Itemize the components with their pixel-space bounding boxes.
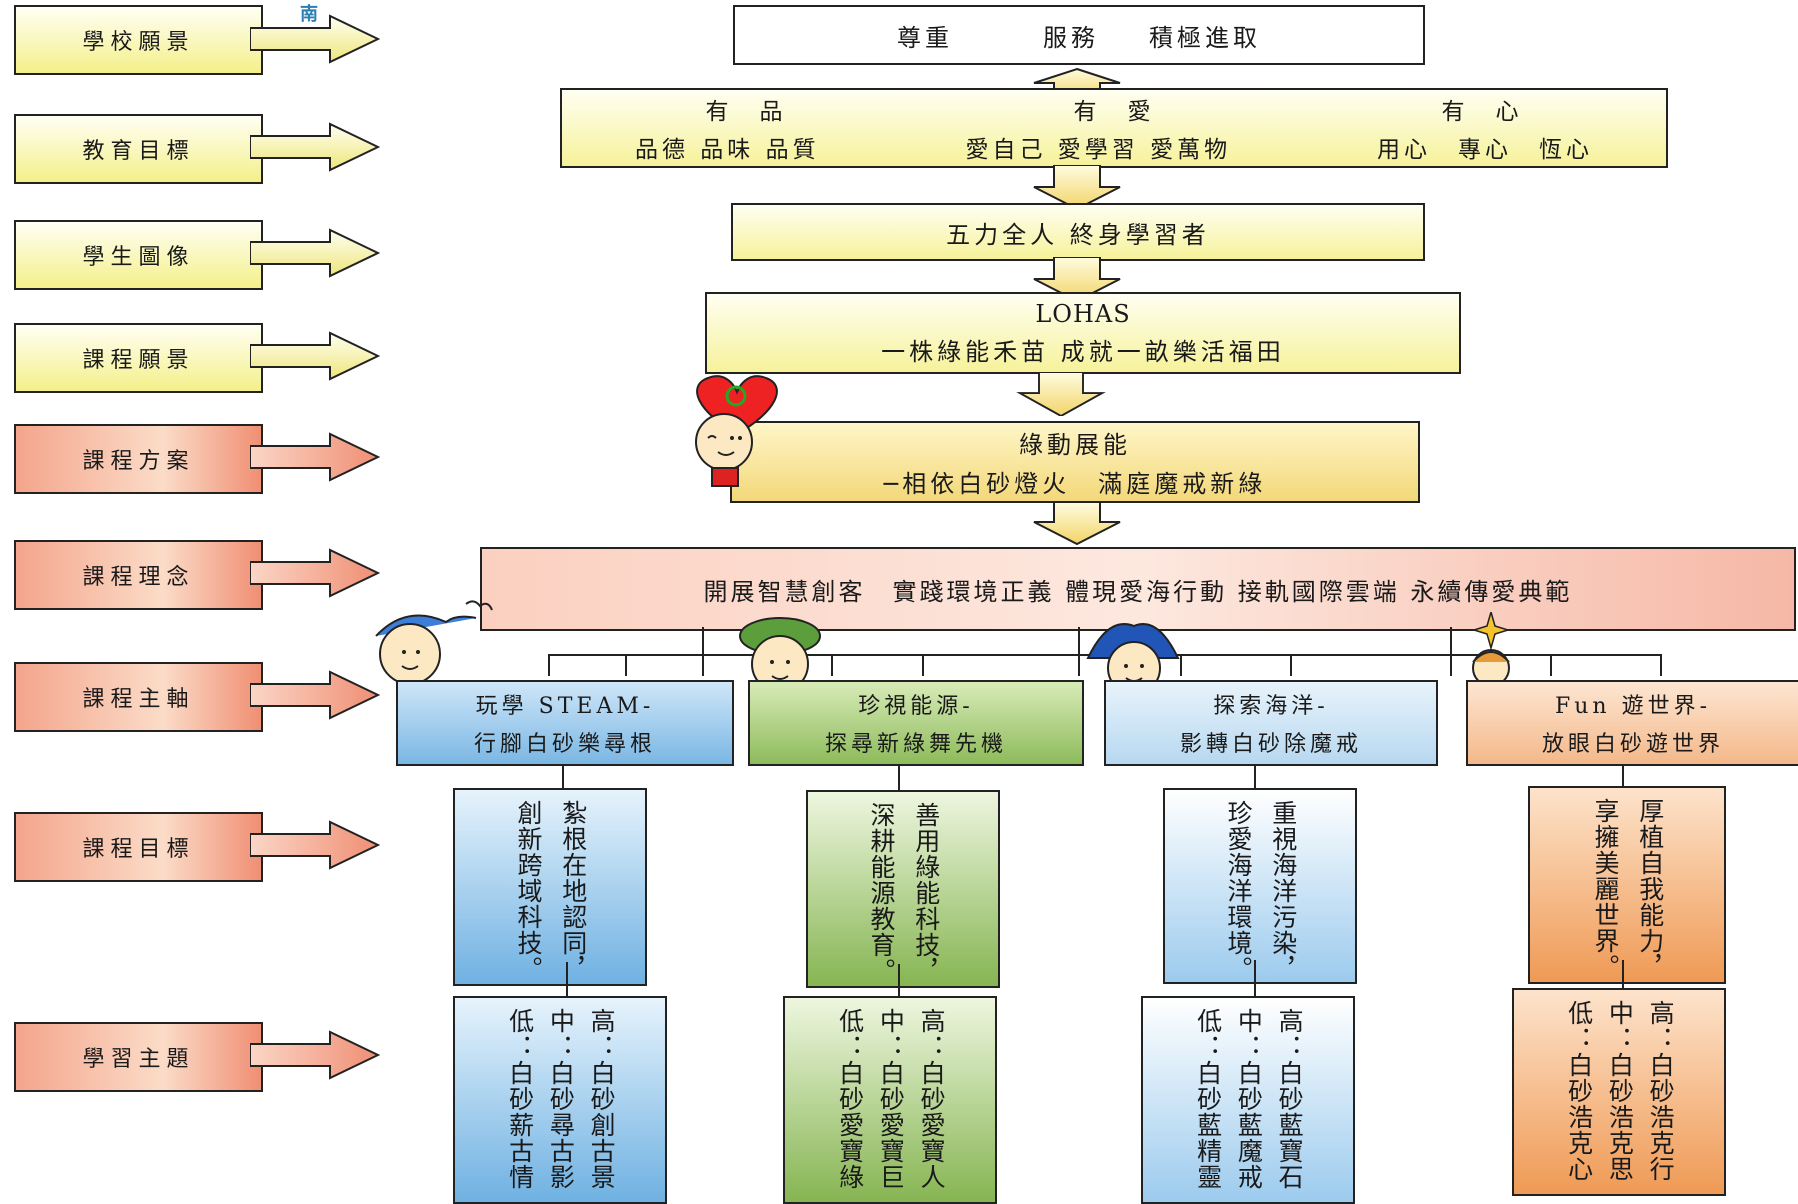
connector-line [1078,627,1080,676]
connector-line [898,964,900,996]
connector-line [1254,764,1256,788]
curriculum-vision-box: LOHAS 一株綠能禾苗 成就一畝樂活福田 [705,292,1461,374]
student-image-box: 五力全人 終身學習者 [731,203,1425,261]
label-curriculum-program: 課程方案 [14,424,263,494]
theme-box-ocean: 高：白砂藍寶石 中：白砂藍魔戒 低：白砂藍精靈 [1141,996,1355,1204]
objective-box-world: 厚植自我能力， 享擁美麗世界。 [1528,786,1726,984]
right-arrow-icon [250,331,380,381]
mascot-wave-icon [375,600,493,685]
curriculum-program-box: 綠動展能 ─相依白砂燈火 滿庭魔戒新綠 [730,421,1420,503]
label-curriculum-philosophy: 課程理念 [14,540,263,610]
connector-line [562,764,564,788]
theme-box-energy: 高：白砂愛寶人 中：白砂愛寶巨 低：白砂愛寶綠 [783,996,997,1204]
connector-line [1180,654,1182,676]
label-education-goals: 教育目標 [14,114,263,184]
label-student-image: 學生圖像 [14,220,263,290]
objective-box-ocean: 重視海洋污染， 珍愛海洋環境。 [1163,788,1357,984]
connector-line [831,654,833,676]
axis-ocean: 探索海洋- 影轉白砂除魔戒 [1104,680,1438,766]
connector-line [1290,654,1292,676]
objective-box-energy: 善用綠能科技， 深耕能源教育。 [806,790,1000,988]
right-arrow-icon [250,14,380,64]
mascot-heart-icon [695,375,778,487]
theme-box-steam: 高：白砂創古景 中：白砂尋古影 低：白砂薪古情 [453,996,667,1204]
down-arrow-icon [1033,165,1121,209]
label-learning-themes: 學習主題 [14,1022,263,1092]
school-logo: 南 [300,4,318,25]
label-curriculum-axis: 課程主軸 [14,662,263,732]
axis-energy: 珍視能源- 探尋新綠舞先機 [748,680,1084,766]
right-arrow-icon [250,820,380,870]
right-arrow-icon [250,1030,380,1080]
connector-line [1622,764,1624,788]
right-arrow-icon [250,670,380,720]
down-arrow-icon [1016,372,1106,416]
connector-line [548,654,550,676]
connector-line [1622,960,1624,988]
school-vision-box: 尊重 服務 積極進取 [733,5,1425,65]
connector-line [1254,960,1256,996]
connector-line [1660,654,1662,676]
right-arrow-icon [250,548,380,598]
down-arrow-icon [1033,257,1121,301]
theme-box-world: 高：白砂浩克行 中：白砂浩克思 低：白砂浩克心 [1512,988,1726,1196]
axis-world: Fun 遊世界- 放眼白砂遊世界 [1466,680,1798,766]
mascot-leaf-icon [739,617,821,693]
objective-box-steam: 紮根在地認同， 創新跨域科技。 [453,788,647,986]
connector-line [1450,627,1452,676]
label-curriculum-vision: 課程願景 [14,323,263,393]
down-arrow-icon [1033,501,1121,545]
label-school-vision: 學校願景 [14,5,263,75]
connector-line [625,654,627,676]
curriculum-philosophy-box: 開展智慧創客 實踐環境正義 體現愛海行動 接軌國際雲端 永續傳愛典範 [480,547,1796,631]
right-arrow-icon [250,228,380,278]
label-curriculum-objectives: 課程目標 [14,812,263,882]
connector-line [702,627,704,676]
education-goals-box: 有 品 有 愛 有 心 品德 品味 品質 愛自己 愛學習 愛萬物 用心 專心 恆… [560,88,1668,168]
axis-steam: 玩學 STEAM- 行腳白砂樂尋根 [396,680,734,766]
connector-line [922,654,924,676]
connector-line [1550,654,1552,676]
connector-line [898,764,900,790]
mascot-star-icon [1471,612,1511,682]
connector-line [566,962,568,996]
right-arrow-icon [250,122,380,172]
right-arrow-icon [250,432,380,482]
